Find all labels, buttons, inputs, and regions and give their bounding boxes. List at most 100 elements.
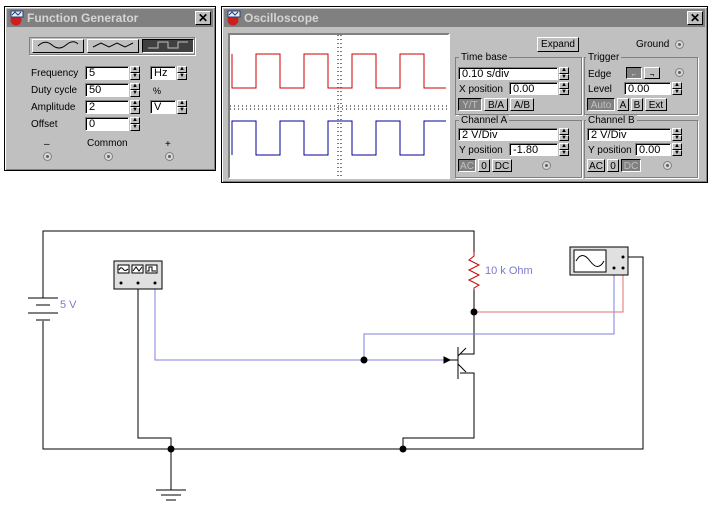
channel-a-scale-input[interactable]: 2 V/Div bbox=[458, 128, 558, 141]
instrument-app-icon bbox=[227, 10, 241, 26]
channel-b-dc-button[interactable]: DC bbox=[621, 159, 641, 172]
probe-a-wire bbox=[474, 272, 624, 313]
x-position-spinner[interactable]: ▲▼ bbox=[559, 82, 569, 95]
channel-a-y-position-label: Y position bbox=[459, 145, 503, 156]
duty-cycle-spinner[interactable]: ▲▼ bbox=[130, 83, 140, 97]
minus-terminal[interactable] bbox=[43, 152, 52, 161]
trigger-level-spinner[interactable]: ▲▼ bbox=[672, 82, 682, 95]
circuit-wires bbox=[42, 230, 644, 490]
channel-a-terminal[interactable] bbox=[542, 161, 551, 170]
channel-b-y-position-spinner[interactable]: ▲▼ bbox=[672, 143, 682, 156]
probe-b-wire bbox=[154, 289, 446, 361]
ba-mode-button[interactable]: B/A bbox=[484, 98, 508, 111]
oscilloscope-titlebar[interactable]: Oscilloscope bbox=[224, 9, 705, 27]
resistor-symbol bbox=[467, 252, 481, 290]
rising-edge-button[interactable]: ⌐ bbox=[626, 67, 642, 79]
channel-b-y-position-label: Y position bbox=[588, 145, 632, 156]
channel-b-y-position-input[interactable]: 0.00 bbox=[635, 143, 671, 156]
triangle-wave-button[interactable] bbox=[87, 39, 139, 53]
trigger-a-button[interactable]: A bbox=[617, 98, 629, 111]
trigger-group bbox=[584, 57, 698, 115]
trigger-title: Trigger bbox=[586, 52, 622, 63]
channel-b-zero-button[interactable]: 0 bbox=[607, 159, 619, 172]
channel-a-trace bbox=[231, 53, 446, 89]
expand-button[interactable]: Expand bbox=[537, 37, 579, 52]
function-generator-titlebar[interactable]: Function Generator bbox=[7, 9, 213, 27]
channel-a-zero-button[interactable]: 0 bbox=[478, 159, 490, 172]
time-base-input[interactable]: 0.10 s/div bbox=[458, 67, 558, 80]
ground-label: Ground bbox=[636, 39, 670, 50]
falling-edge-icon: ¬ bbox=[649, 70, 655, 79]
common-terminal[interactable] bbox=[104, 152, 113, 161]
duty-cycle-label: Duty cycle bbox=[31, 85, 78, 96]
junction-dots bbox=[167, 308, 478, 453]
window-title: Function Generator bbox=[27, 11, 139, 25]
channel-a-scale-spinner[interactable]: ▲▼ bbox=[559, 128, 569, 141]
plus-terminal-label: + bbox=[165, 139, 171, 150]
duty-cycle-unit: % bbox=[153, 86, 162, 96]
falling-edge-button[interactable]: ¬ bbox=[644, 67, 660, 79]
channel-a-y-position-input[interactable]: -1.80 bbox=[509, 143, 558, 156]
duty-cycle-input[interactable]: 50 bbox=[85, 83, 129, 97]
channel-b-terminal[interactable] bbox=[663, 161, 672, 170]
trigger-ext-button[interactable]: Ext bbox=[645, 98, 667, 111]
frequency-spinner[interactable]: ▲▼ bbox=[130, 66, 140, 80]
square-wave-icon bbox=[148, 41, 188, 49]
oscilloscope-device[interactable] bbox=[569, 246, 629, 276]
channel-b-trace bbox=[231, 120, 446, 156]
oscilloscope-traces bbox=[230, 35, 448, 177]
close-button[interactable]: ✕ bbox=[687, 11, 703, 25]
close-icon: ✕ bbox=[197, 11, 209, 25]
frequency-unit-select[interactable]: Hz bbox=[150, 66, 176, 80]
amplitude-label: Amplitude bbox=[31, 102, 76, 113]
offset-label: Offset bbox=[31, 119, 58, 130]
time-base-title: Time base bbox=[459, 52, 510, 63]
trigger-b-button[interactable]: B bbox=[631, 98, 643, 111]
channel-a-group bbox=[455, 120, 582, 178]
ab-mode-button[interactable]: A/B bbox=[510, 98, 534, 111]
offset-input[interactable]: 0 bbox=[85, 117, 129, 131]
trigger-level-input[interactable]: 0.00 bbox=[624, 82, 671, 95]
level-label: Level bbox=[588, 84, 612, 95]
circuit-schematic bbox=[28, 230, 644, 501]
channel-a-dc-button[interactable]: DC bbox=[492, 159, 512, 172]
channel-b-ac-button[interactable]: AC bbox=[587, 159, 605, 172]
channel-b-scale-spinner[interactable]: ▲▼ bbox=[672, 128, 682, 141]
sine-wave-button[interactable] bbox=[32, 39, 84, 53]
instrument-app-icon bbox=[10, 10, 24, 26]
common-terminal-label: Common bbox=[87, 138, 128, 149]
auto-trigger-button[interactable]: Auto bbox=[587, 98, 615, 111]
amplitude-spinner[interactable]: ▲▼ bbox=[130, 100, 140, 114]
function-generator-window: Function Generator ✕ Frequency 5 ▲▼ Hz ▲… bbox=[4, 6, 216, 171]
time-base-spinner[interactable]: ▲▼ bbox=[559, 67, 569, 80]
channel-b-group bbox=[584, 120, 698, 178]
square-wave-button[interactable] bbox=[142, 39, 194, 53]
edge-label: Edge bbox=[588, 69, 612, 80]
channel-b-title: Channel B bbox=[586, 115, 637, 126]
frequency-label: Frequency bbox=[31, 68, 79, 79]
close-button[interactable]: ✕ bbox=[195, 11, 211, 25]
x-position-label: X position bbox=[459, 84, 503, 95]
channel-a-ac-button[interactable]: AC bbox=[458, 159, 476, 172]
sine-wave-icon bbox=[37, 41, 79, 49]
channel-a-y-position-spinner[interactable]: ▲▼ bbox=[559, 143, 569, 156]
screen-grid bbox=[230, 35, 448, 177]
plus-terminal[interactable] bbox=[165, 152, 174, 161]
transistor-symbol bbox=[443, 347, 467, 379]
time-base-group bbox=[455, 57, 582, 115]
amplitude-unit-select[interactable]: V bbox=[150, 100, 176, 114]
x-position-input[interactable]: 0.00 bbox=[509, 82, 558, 95]
battery-voltage-label: 5 V bbox=[60, 299, 77, 311]
frequency-unit-spinner[interactable]: ▲▼ bbox=[177, 66, 187, 80]
trigger-terminal[interactable] bbox=[675, 68, 684, 77]
battery-symbol bbox=[28, 297, 58, 321]
yt-mode-button[interactable]: Y/T bbox=[458, 98, 482, 111]
ground-terminal[interactable] bbox=[675, 40, 684, 49]
frequency-input[interactable]: 5 bbox=[85, 66, 129, 80]
amplitude-input[interactable]: 2 bbox=[85, 100, 129, 114]
function-generator-device[interactable] bbox=[113, 260, 163, 290]
amplitude-unit-spinner[interactable]: ▲▼ bbox=[177, 100, 187, 114]
close-icon: ✕ bbox=[689, 11, 701, 25]
channel-b-scale-input[interactable]: 2 V/Div bbox=[587, 128, 671, 141]
offset-spinner[interactable]: ▲▼ bbox=[130, 117, 140, 131]
